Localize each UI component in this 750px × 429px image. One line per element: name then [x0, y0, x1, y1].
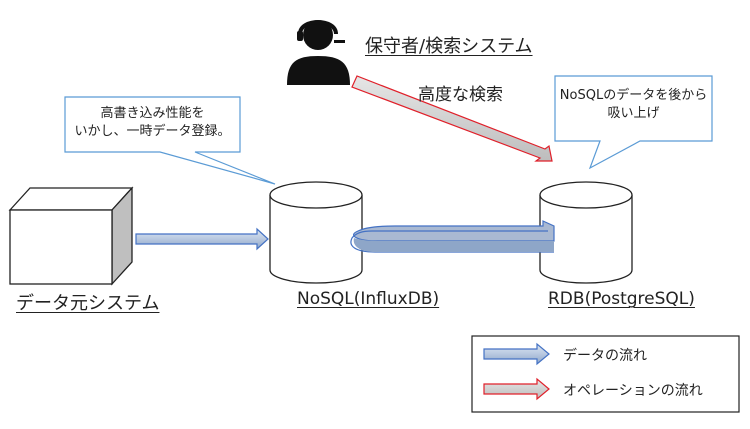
source-system-label: データ元システム: [16, 293, 160, 314]
person-headset-icon: [287, 20, 350, 85]
source-system-box: [8, 186, 134, 286]
data-flow-arrow-nosql-to-rdb: [350, 220, 555, 253]
callout-rdb-text: NoSQLのデータを後から 吸い上げ: [555, 87, 712, 123]
callout-nosql-line-1: 高書き込み性能を: [100, 106, 205, 121]
callout-rdb-line-1: NoSQLのデータを後から: [559, 88, 708, 103]
operator-label: 保守者/検索システム: [365, 36, 533, 57]
legend-data-flow-label: データの流れ: [563, 348, 647, 364]
legend-data-flow-arrow: [483, 342, 550, 366]
nosql-cylinder: [269, 181, 363, 284]
rdb-cylinder: [539, 181, 633, 284]
legend-operation-flow-label: オペレーションの流れ: [563, 383, 703, 399]
operation-arrow-operator-to-rdb: [351, 75, 553, 162]
callout-nosql-line-2: いかし、一時データ登録。: [74, 124, 231, 139]
nosql-label: NoSQL(InfluxDB): [297, 289, 440, 309]
callout-nosql: [64, 96, 276, 185]
rdb-label: RDB(PostgreSQL): [548, 289, 695, 309]
callout-nosql-text: 高書き込み性能を いかし、一時データ登録。: [65, 105, 240, 141]
callout-rdb: [554, 75, 713, 170]
data-flow-arrow-source-to-nosql: [135, 227, 269, 251]
legend-operation-flow-arrow: [483, 377, 550, 401]
callout-rdb-line-2: 吸い上げ: [607, 106, 660, 121]
legend-box: [471, 335, 740, 413]
search-arrow-label: 高度な検索: [418, 85, 503, 105]
